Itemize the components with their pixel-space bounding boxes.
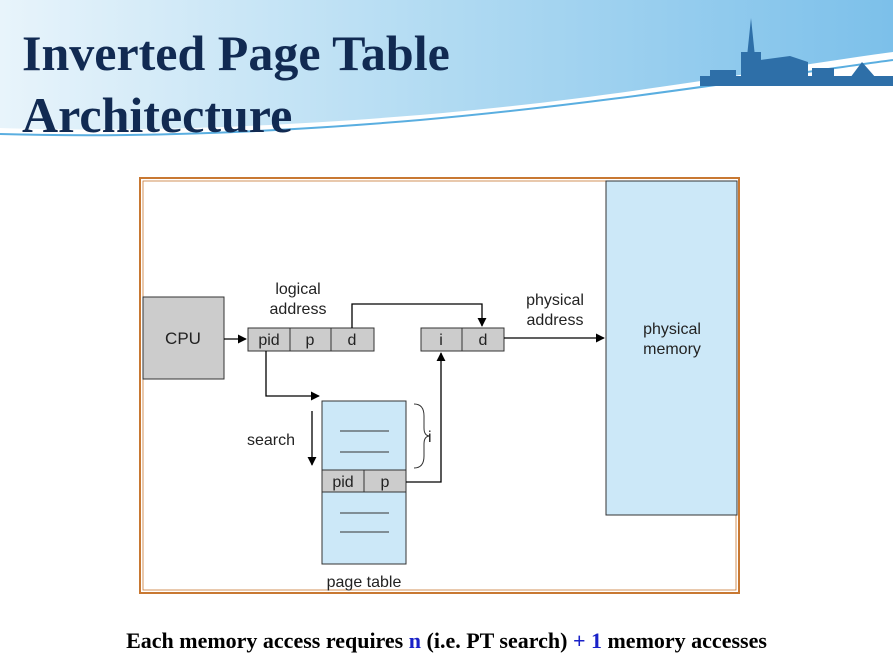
physical-address-register: i d [420,327,505,352]
footer-note: Each memory access requires n (i.e. PT s… [0,628,893,654]
page-table: pid p [321,400,407,565]
page-table-label: page table [327,574,402,591]
physical-field-d: d [479,332,488,349]
physical-address-label-2: address [527,312,584,329]
cpu-box [142,296,225,380]
slide-title-line-1: Inverted Page Table [22,25,450,81]
footer-part-3: memory accesses [601,628,767,653]
search-label: search [247,432,295,449]
logical-address-label-2: address [270,301,327,318]
physical-memory-label-2: memory [643,341,701,358]
cpu-label: CPU [165,329,201,348]
header-band [0,0,893,137]
footer-n: n [408,628,421,653]
index-i-arrow [406,352,446,483]
footer-plus-one: + 1 [572,628,602,653]
page-table-field-pid: pid [332,474,353,491]
logical-address-register: pid p d [247,327,375,352]
physical-field-i: i [439,332,443,349]
pid-to-page-table-arrow [265,351,320,401]
physical-address-label-1: physical [526,292,584,309]
footer-part-2: (i.e. PT search) [421,628,573,653]
logical-field-pid: pid [258,332,279,349]
physical-memory-box [605,180,738,516]
page-table-field-p: p [381,474,390,491]
logical-field-p: p [306,332,315,349]
footer-part-1: Each memory access requires [126,628,409,653]
physical-memory-label-1: physical [643,321,701,338]
index-brace [413,403,431,469]
skyline-icon [700,18,893,86]
slide-title-line-2: Architecture [22,87,293,143]
offset-d-arrow [351,303,487,328]
index-label: i [428,429,432,446]
slide-title: Inverted Page Table Architecture [22,22,450,146]
logical-field-d: d [348,332,357,349]
logical-address-label-1: logical [275,281,320,298]
